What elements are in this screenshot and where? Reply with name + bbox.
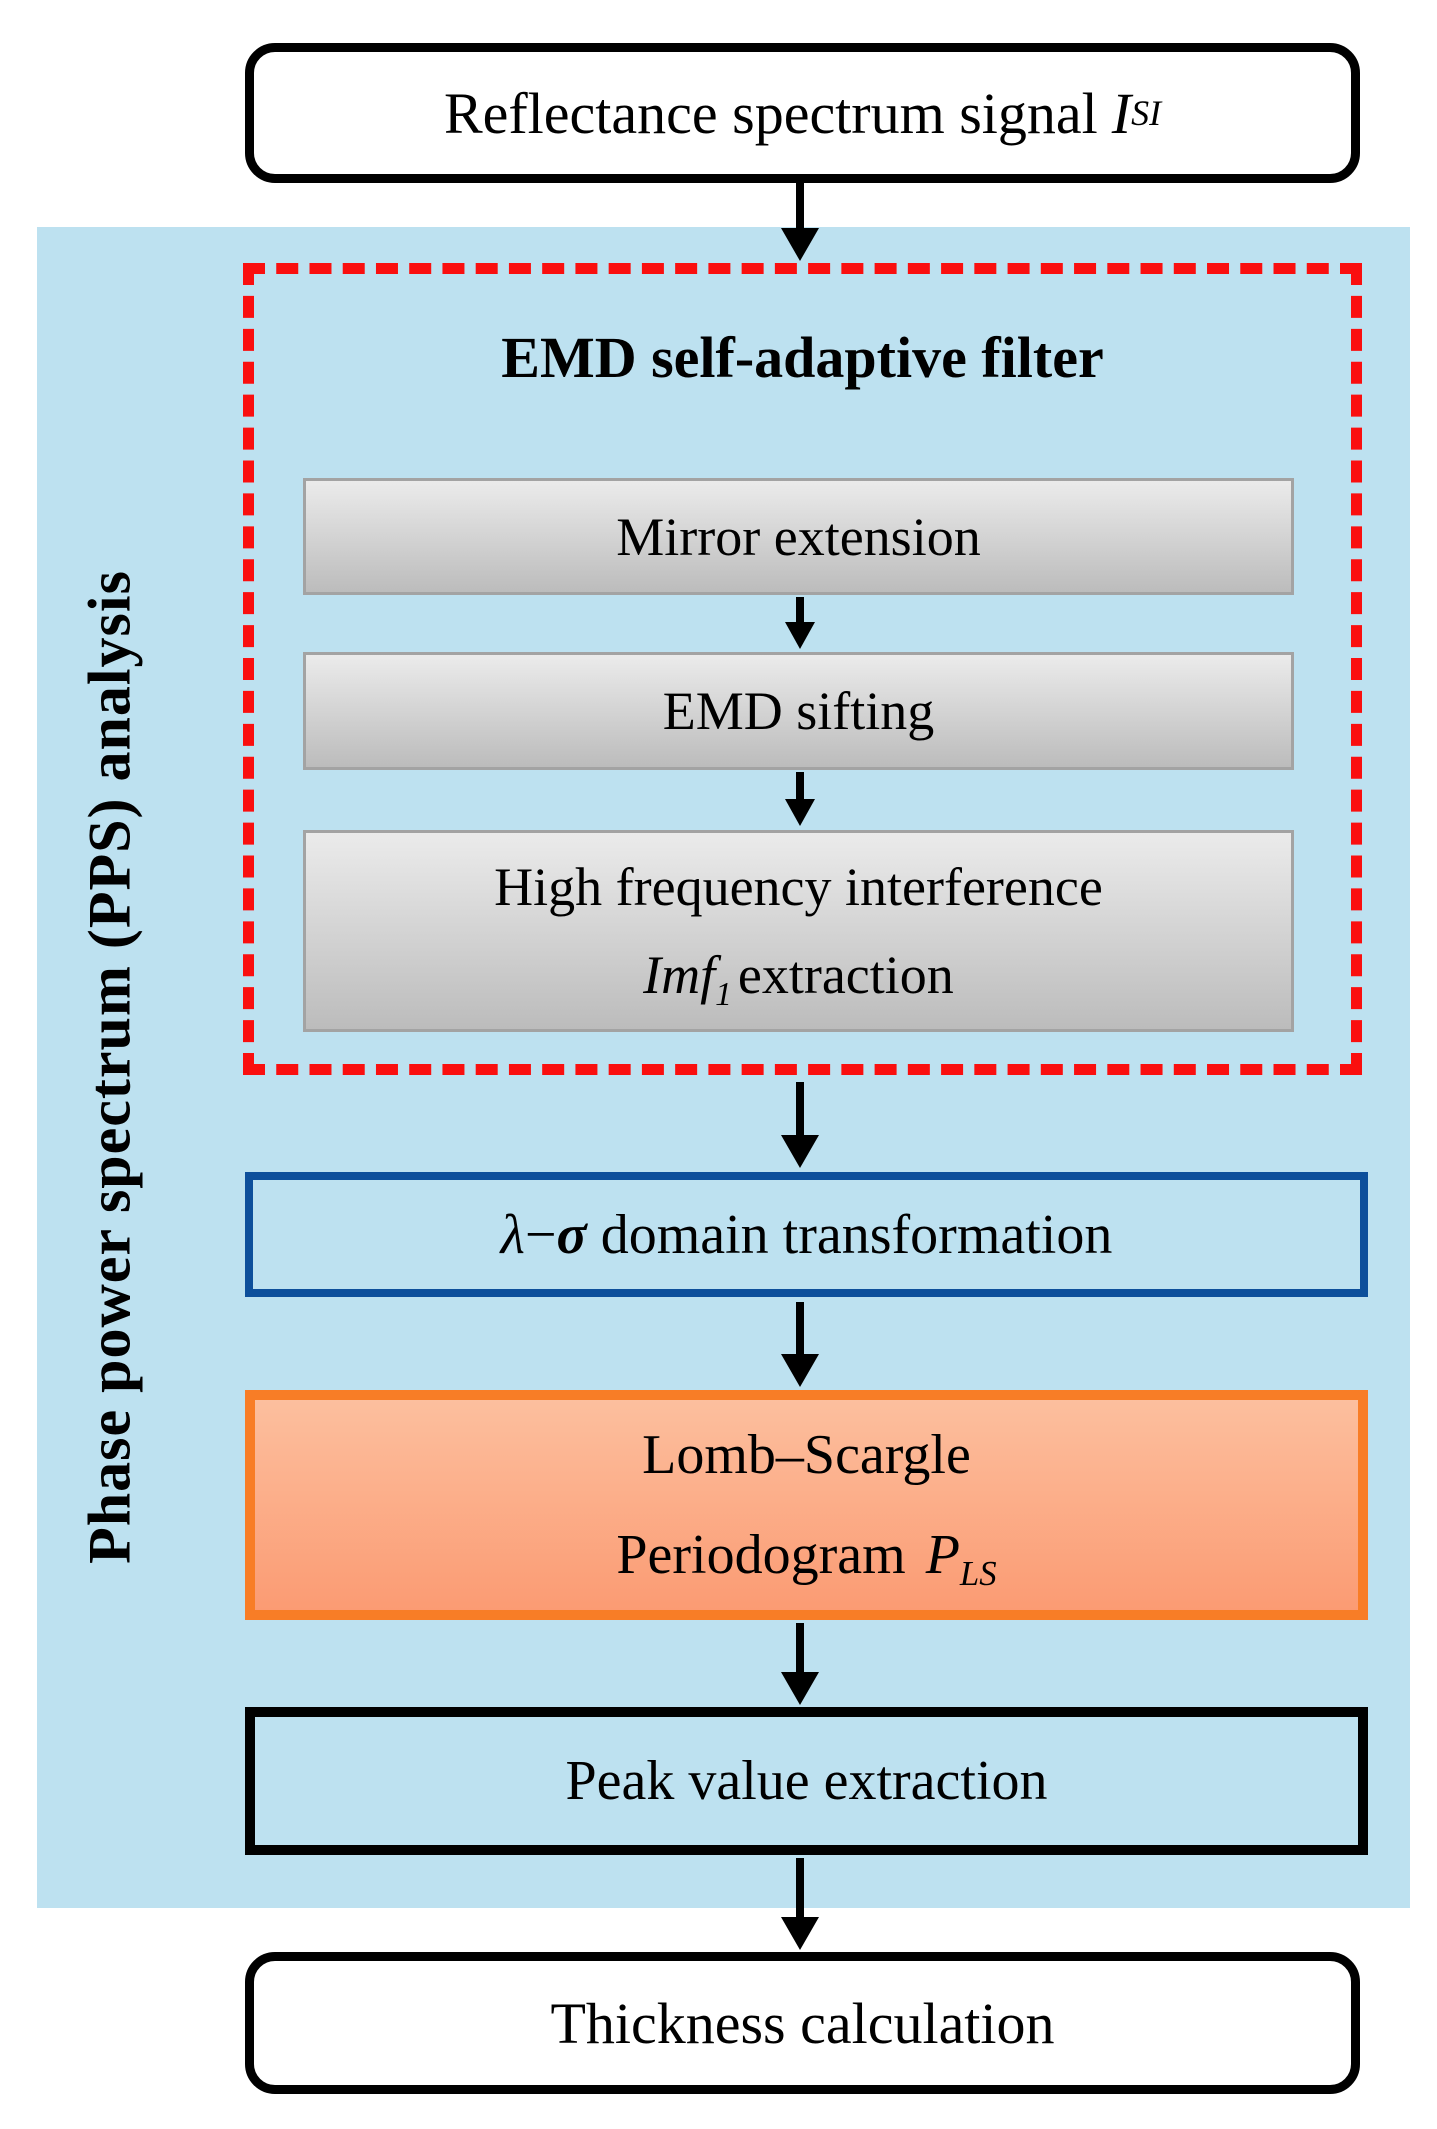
lambda-symbol: λ [500,1203,525,1266]
lomb-line1: Lomb–Scargle [642,1424,971,1486]
pps-panel-label: Phase power spectrum (PPS) analysis [76,570,143,1564]
domain-transformation-label: domain transformation [600,1203,1113,1266]
thickness-label: Thickness calculation [550,1990,1055,2056]
sigma-symbol: σ [556,1203,587,1266]
arrow-down-icon [785,772,815,826]
arrow-down-icon [781,1302,819,1387]
lomb-scargle-label: Lomb–Scargle Periodogram PLS [616,1405,996,1605]
reflectance-symbol: I [1111,80,1132,146]
node-thickness-calculation: Thickness calculation [245,1952,1360,2094]
node-mirror-extension: Mirror extension [303,478,1294,595]
emd-sifting-label: EMD sifting [662,681,935,741]
imf-symbol: Imf [643,945,716,1005]
node-lomb-scargle-periodogram: Lomb–Scargle Periodogram PLS [245,1390,1368,1620]
node-peak-value-extraction: Peak value extraction [245,1707,1368,1855]
lomb-line2: Periodogram [616,1524,906,1586]
reflectance-label: Reflectance spectrum signal [443,80,1098,146]
lomb-symbol: P [925,1524,960,1586]
minus-symbol: − [524,1203,557,1266]
emd-filter-title: EMD self-adaptive filter [501,325,1104,390]
imf-symbol-sub: 1 [715,975,732,1013]
node-emd-sifting: EMD sifting [303,652,1294,770]
lomb-symbol-sub: LS [959,1554,997,1594]
arrow-down-icon [781,1623,819,1705]
arrow-down-icon [781,1858,819,1950]
arrow-down-icon [781,183,819,261]
peak-extraction-label: Peak value extraction [565,1750,1048,1812]
imf-suffix: extraction [737,945,954,1005]
imf-line1: High frequency interference [494,857,1103,917]
arrow-down-icon [781,1082,819,1168]
mirror-extension-label: Mirror extension [616,506,981,567]
node-domain-transformation: λ−σ domain transformation [245,1172,1368,1297]
arrow-down-icon [785,597,815,649]
emd-filter-group [243,263,1362,1075]
